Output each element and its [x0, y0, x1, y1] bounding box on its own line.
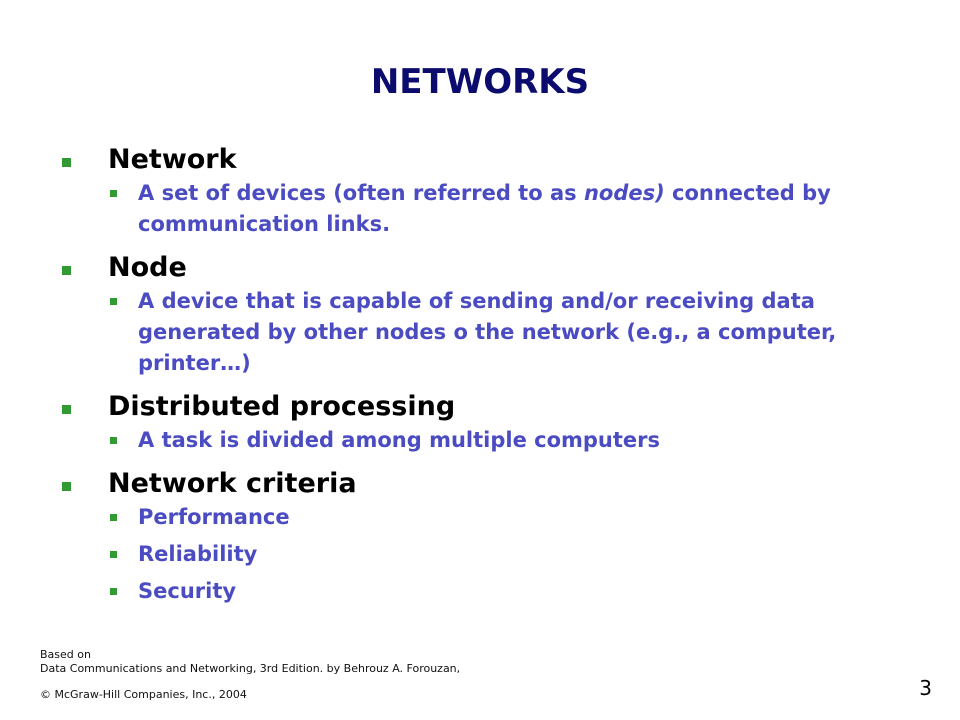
sub-bullet-square-icon	[110, 298, 117, 305]
bullet-text: A task is divided among multiple compute…	[138, 428, 660, 452]
sub-bullet-square-icon	[110, 551, 117, 558]
section-heading: Distributed processing	[108, 391, 456, 422]
section-heading: Network	[108, 144, 237, 175]
footer-based-on: Based on	[40, 648, 91, 661]
sub-bullet-square-icon	[110, 514, 117, 521]
sub-bullet-square-icon	[110, 588, 117, 595]
bullet-square-icon	[62, 266, 71, 275]
footer-source: Data Communications and Networking, 3rd …	[40, 662, 461, 675]
section-distributed-processing: Distributed processing A task is divided…	[62, 389, 922, 456]
bullet-text: Performance	[138, 505, 290, 529]
section-network-criteria: Network criteria Performance Reliability…	[62, 466, 922, 607]
bullet-text: Security	[138, 579, 237, 603]
bullet-square-icon	[62, 158, 71, 167]
section-network: Network A set of devices (often referred…	[62, 142, 922, 240]
bullet-text: Reliability	[138, 542, 258, 566]
section-heading: Network criteria	[108, 468, 357, 499]
slide-body: Network A set of devices (often referred…	[62, 138, 922, 607]
page-number: 3	[919, 676, 932, 700]
bullet-square-icon	[62, 482, 71, 491]
bullet-square-icon	[62, 405, 71, 414]
bullet-text: A device that is capable of sending and/…	[138, 289, 837, 375]
emphasis-nodes: nodes)	[583, 181, 665, 205]
sub-bullet-square-icon	[110, 437, 117, 444]
bullet-text: A set of devices (often referred to as n…	[138, 181, 831, 236]
section-heading: Node	[108, 252, 187, 283]
sub-bullet-square-icon	[110, 190, 117, 197]
footer-copyright: © McGraw-Hill Companies, Inc., 2004	[40, 688, 247, 701]
section-node: Node A device that is capable of sending…	[62, 250, 922, 379]
slide-title: NETWORKS	[370, 62, 590, 102]
